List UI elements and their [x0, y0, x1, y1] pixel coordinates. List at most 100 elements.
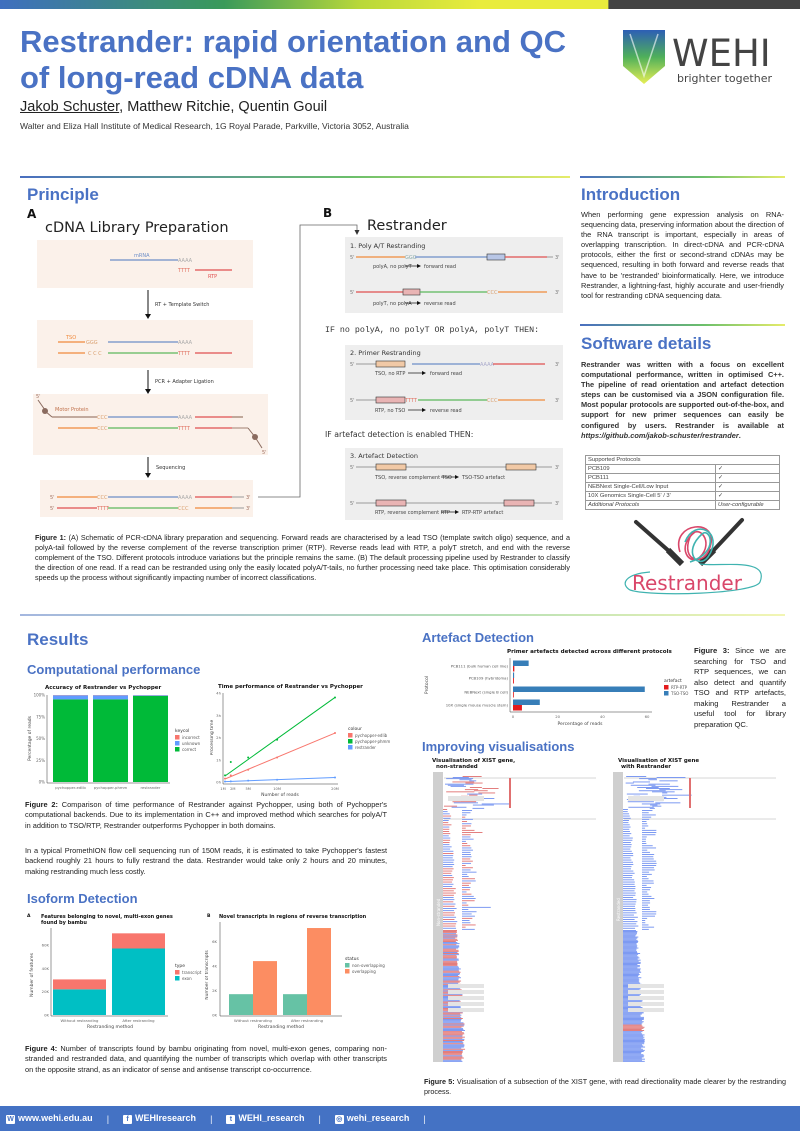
panel-letter: B — [207, 913, 211, 919]
read-bar — [623, 980, 639, 982]
read-bar — [443, 844, 450, 846]
legend-title: artefact — [664, 678, 682, 684]
panel-b-letter: B — [323, 206, 332, 220]
read-bar — [443, 921, 458, 923]
read-bar — [642, 829, 657, 831]
accuracy-chart: Accuracy of Restrander vs Pychopper0%25%… — [27, 685, 201, 790]
read-bar — [467, 793, 483, 795]
read-bar — [623, 976, 639, 978]
read-bar — [464, 789, 479, 791]
read-bar — [642, 849, 648, 851]
read-bar — [443, 850, 454, 852]
read-bar — [443, 1034, 463, 1036]
x-tick-label: 2M — [230, 787, 235, 791]
read-bar — [642, 858, 654, 860]
svg-text:3': 3' — [246, 506, 251, 512]
read-bar — [623, 842, 631, 843]
read-bar — [443, 976, 460, 978]
read-bar — [623, 993, 641, 995]
read-bar — [462, 880, 476, 882]
read-bar — [623, 1047, 642, 1049]
y-tick-label: 0K — [44, 1013, 49, 1018]
read-bar — [445, 783, 474, 785]
read-bar — [462, 887, 471, 888]
read-bar — [443, 864, 455, 865]
svg-text:AAAA: AAAA — [480, 362, 495, 368]
read-bar — [642, 814, 656, 816]
y-axis-label: Number of features — [29, 952, 35, 997]
read-bar — [642, 836, 647, 838]
read-bar — [623, 828, 630, 830]
read-bar — [443, 949, 459, 951]
read-bar — [443, 959, 459, 961]
read-bar — [625, 782, 634, 784]
read-bar — [623, 1018, 644, 1019]
read-bar — [642, 915, 655, 917]
read-bar — [452, 801, 477, 803]
read-bar — [443, 1033, 465, 1035]
read-bar — [642, 851, 650, 853]
trend-line-pychopper-phmm — [224, 697, 336, 777]
footer-instagram[interactable]: ◎wehi_research — [334, 1113, 409, 1124]
read-bar — [443, 870, 453, 872]
y-tick-label: 1h — [216, 757, 221, 762]
read-bar — [623, 975, 639, 976]
read-bar — [642, 889, 651, 891]
y-tick-label: 25% — [36, 758, 45, 763]
svg-text:GGG: GGG — [405, 255, 417, 261]
software-heading: Software details — [581, 334, 712, 353]
wehi-logo-text: WEHI — [672, 32, 771, 75]
step-panel — [37, 240, 253, 288]
read-bar — [443, 1030, 465, 1031]
figure-4-caption: Figure 4: Number of transcripts found by… — [25, 1044, 387, 1075]
read-bar — [623, 833, 632, 835]
read-bar — [623, 1032, 642, 1034]
svg-text:3': 3' — [555, 398, 560, 404]
read-bar — [623, 822, 629, 824]
read-bar — [443, 963, 458, 964]
read-bar — [623, 974, 640, 975]
y-tick-label: 2h — [216, 735, 221, 740]
protocol-support: ✓ — [715, 464, 780, 474]
x-tick-label: 1M — [220, 787, 225, 791]
read-bar — [462, 915, 475, 917]
read-bar — [628, 806, 654, 808]
read-bar — [623, 1023, 642, 1025]
condition-label: TSO, reverse complement TSO — [374, 475, 452, 481]
read-bar — [623, 930, 636, 931]
bar-unknown — [93, 695, 128, 700]
read-bar — [642, 920, 646, 921]
read-bar — [623, 888, 636, 890]
collapsed-read — [448, 1002, 484, 1006]
svg-text:TTTT: TTTT — [177, 426, 191, 432]
read-bar — [443, 872, 452, 874]
read-bar — [443, 1012, 463, 1014]
read-bar — [443, 938, 458, 940]
read-bar — [623, 921, 638, 923]
caption-label: Figure 1: — [35, 533, 66, 542]
read-bar — [642, 882, 654, 884]
read-bar — [443, 977, 461, 979]
read-bar — [443, 932, 457, 934]
wehi-logo: WEHI brighter together — [620, 26, 790, 96]
read-bar — [623, 935, 636, 937]
step-box — [345, 345, 563, 420]
track-label: Non-stranded — [436, 898, 441, 926]
read-bar — [469, 780, 477, 782]
read-bar — [623, 1033, 643, 1035]
read-bar — [623, 1048, 643, 1050]
legend-label: correct — [182, 747, 196, 752]
read-bar — [623, 1005, 641, 1007]
read-bar — [443, 899, 455, 901]
read-bar — [462, 823, 472, 825]
legend-label: pychopper-edlib — [355, 733, 388, 738]
read-bar — [443, 1005, 461, 1007]
read-bar — [443, 955, 457, 957]
read-bar — [623, 954, 639, 956]
panel-title: Visualisation of XIST gene — [618, 758, 699, 764]
read-bar — [623, 943, 637, 945]
github-link[interactable]: https://github.com/jakob-schuster/restra… — [581, 430, 739, 440]
